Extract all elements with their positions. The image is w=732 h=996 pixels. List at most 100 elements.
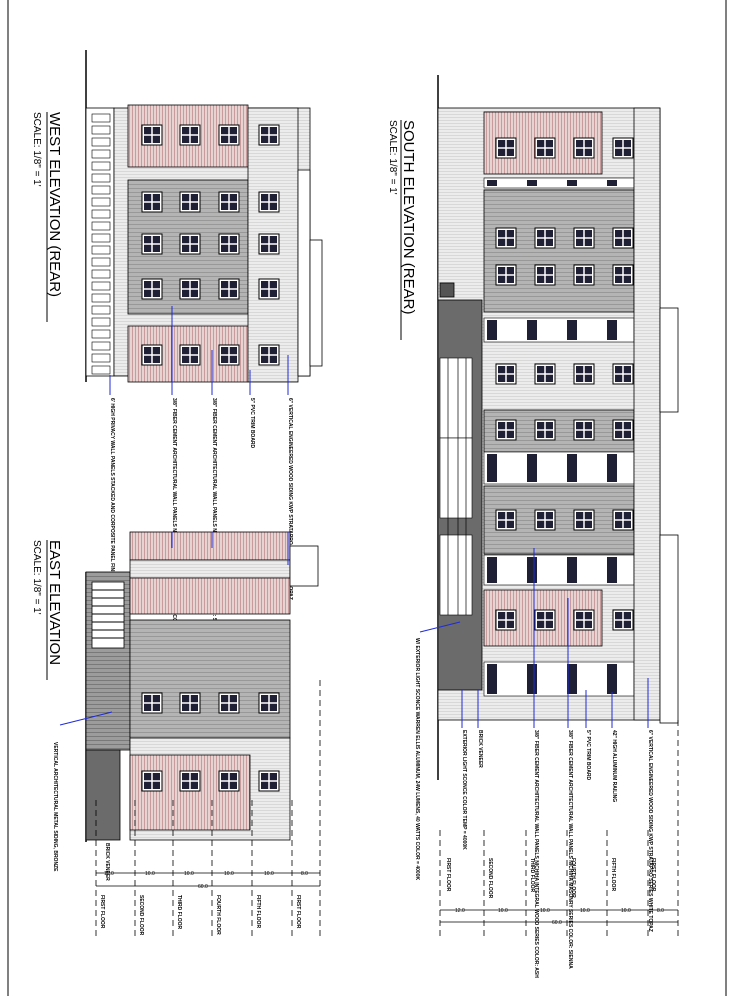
south-floor-label: THIRD FLOOR	[529, 858, 535, 893]
window	[573, 227, 595, 249]
south-note-vertical-siding: 6" VERTICAL ENGINEERED WOOD SIDING KWP S…	[647, 730, 653, 932]
east-lower-brick	[129, 754, 251, 831]
south-dim-4: 10.0	[580, 908, 590, 914]
window	[258, 191, 280, 213]
window	[141, 191, 163, 213]
privacy-wall-panel	[91, 257, 111, 267]
east-siding-band	[129, 559, 291, 579]
south-fiber-cement-upper	[483, 189, 635, 313]
east-fiber-cement-panel	[129, 619, 291, 739]
east-brick-band-2	[129, 577, 291, 615]
south-note-light-sconce: EXTERIOR LIGHT SCONCE COLOR TEMP = 4000K	[461, 730, 467, 850]
window	[179, 770, 201, 792]
south-storefront-3	[439, 534, 473, 616]
privacy-wall-panel	[91, 281, 111, 291]
privacy-wall-panel	[91, 137, 111, 147]
privacy-wall-panel	[91, 125, 111, 135]
privacy-wall-panel	[91, 329, 111, 339]
east-dim-4: 10.0	[224, 871, 234, 877]
window	[258, 692, 280, 714]
privacy-wall-panel	[91, 341, 111, 351]
window	[612, 137, 634, 159]
south-balconies	[483, 177, 635, 697]
privacy-wall-panel	[91, 173, 111, 183]
window	[141, 124, 163, 146]
south-note-sconce: W/ EXTERIOR LIGHT SCONCE WARREN ELLIS AL…	[414, 638, 420, 880]
window	[218, 278, 240, 300]
south-title: SOUTH ELEVATION (REAR)	[400, 120, 417, 314]
south-end-wall	[633, 107, 661, 721]
west-title: WEST ELEVATION (REAR)	[46, 112, 63, 297]
privacy-wall-panel	[91, 221, 111, 231]
south-leader-lines	[419, 548, 649, 728]
east-dim-5: 10.0	[264, 871, 274, 877]
privacy-wall-panel	[91, 365, 111, 375]
south-note-railing: 42" HIGH ALUMINUM RAILING	[611, 730, 617, 802]
window	[612, 609, 634, 631]
east-floor-label: FIFTH FLOOR	[255, 895, 261, 928]
window	[573, 509, 595, 531]
window	[495, 509, 517, 531]
window	[612, 227, 634, 249]
window	[612, 363, 634, 385]
window	[495, 609, 517, 631]
east-floor-label: SECOND FLOOR	[138, 895, 144, 936]
privacy-wall-panel	[91, 317, 111, 327]
west-note-masonry: 3/8" FIBER CEMENT ARCHITECTURAL WALL PAN…	[211, 398, 217, 637]
window	[218, 344, 240, 366]
privacy-wall-panel	[91, 233, 111, 243]
window	[141, 233, 163, 255]
east-dim-1: 12.0	[104, 871, 114, 877]
west-note-trim-board: 5" PVC TRIM BOARD	[249, 398, 255, 449]
east-dim-6: 8.0	[301, 871, 308, 877]
privacy-wall-panel	[91, 113, 111, 123]
window	[534, 137, 556, 159]
east-dimension-string: 12.0 10.0 10.0 10.0 10.0 8.0 60.0 FIRST …	[95, 680, 321, 940]
east-floor-label: FOURTH FLOOR	[215, 895, 221, 935]
window	[141, 278, 163, 300]
window	[573, 419, 595, 441]
east-floor-label: THIRD FLOOR	[176, 895, 182, 930]
west-note-privacy-wall: 6' HIGH PRIVACY WALL PANELS STACKED AND …	[109, 398, 115, 580]
window	[218, 692, 240, 714]
south-note-integral-wood: 3/8" FIBER CEMENT ARCHITECTURAL WALL PAN…	[533, 730, 539, 978]
privacy-wall-panel	[91, 149, 111, 159]
privacy-wall-panel	[91, 305, 111, 315]
east-brick-band	[129, 531, 291, 561]
south-dim-1: 12.0	[455, 908, 465, 914]
window	[258, 233, 280, 255]
south-dim-5: 10.0	[621, 908, 631, 914]
south-floor-label: FOURTH FLOOR	[570, 858, 576, 898]
window	[258, 344, 280, 366]
east-scale: SCALE: 1/8" = 1'	[31, 540, 42, 615]
south-note-trim-board: 5" PVC TRIM BOARD	[585, 730, 591, 781]
window	[141, 770, 163, 792]
window	[495, 419, 517, 441]
east-leader-lines	[59, 532, 289, 726]
west-privacy-wall	[85, 107, 115, 377]
window	[534, 363, 556, 385]
south-floor-label: FIRST FLOOR	[445, 858, 451, 892]
south-dimension-string: 12.0 10.0 10.0 10.0 10.0 8.0 60.0 FIRST …	[439, 720, 679, 940]
south-storefront-2	[439, 437, 473, 519]
east-note-metal-siding: VERTICAL ARCHITECTURAL METAL SIDING, BRO…	[52, 742, 58, 872]
window	[573, 264, 595, 286]
privacy-wall-panel	[91, 293, 111, 303]
east-brick-veneer	[85, 749, 121, 841]
window	[612, 509, 634, 531]
west-parapet	[309, 239, 323, 367]
window	[573, 137, 595, 159]
south-sconce-box	[439, 282, 455, 298]
south-note-masonry: 3/8" FIBER CEMENT ARCHITECTURAL WALL PAN…	[567, 730, 573, 969]
south-floor-label: SECOND FLOOR	[487, 858, 493, 899]
west-leader-lines	[109, 306, 289, 395]
window	[495, 227, 517, 249]
east-louver	[91, 581, 125, 649]
privacy-wall-panel	[91, 197, 111, 207]
south-storefront-1	[439, 357, 473, 439]
east-note-brick-veneer: BRICK VENEER	[104, 843, 110, 881]
south-elevation: SOUTH ELEVATION (REAR) SCALE: 1/8" = 1' …	[387, 75, 679, 978]
window	[534, 419, 556, 441]
